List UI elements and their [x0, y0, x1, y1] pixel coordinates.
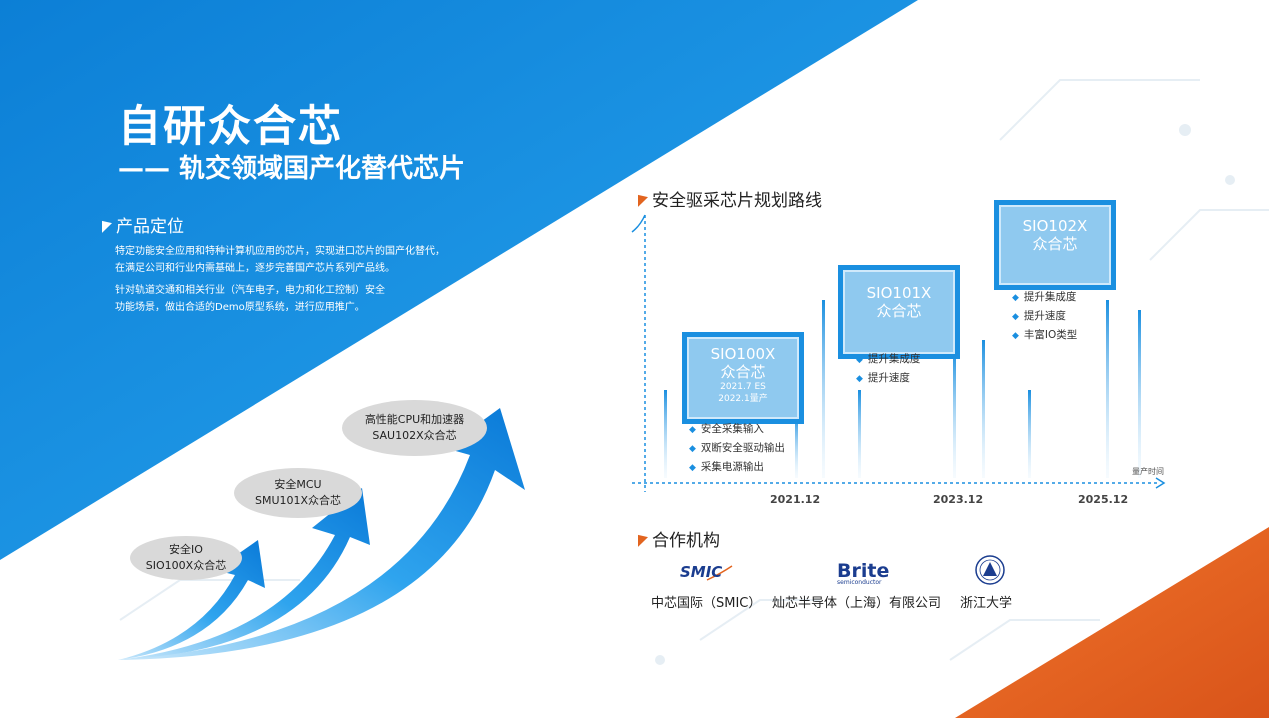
feature-text: 安全采集输入: [700, 423, 764, 435]
roadmap-heading: 安全驱采芯片规划路线: [638, 186, 822, 211]
page-subtitle: —— 轨交领域国产化替代芯片: [118, 154, 466, 184]
feature-item: ◆ 提升速度: [856, 369, 920, 388]
chip-sub: 众合芯: [1032, 235, 1078, 253]
year-label: 2023.12: [933, 493, 984, 506]
bubble-line: 高性能CPU和加速器: [364, 413, 465, 426]
diamond-icon: ◆: [689, 425, 696, 435]
positioning-heading: 产品定位: [102, 212, 184, 237]
chip-sio101x: SIO101X 众合芯: [838, 265, 960, 359]
feature-item: ◆ 双断安全驱动输出: [689, 439, 785, 458]
feature-item: ◆ 丰富IO类型: [1012, 326, 1077, 345]
feature-item: ◆ 采集电源输出: [689, 458, 785, 477]
chip-name: SIO100X: [710, 345, 776, 363]
chip-sio100x: SIO100X 众合芯 2021.7 ES 2022.1量产: [682, 332, 804, 424]
feature-text: 提升速度: [867, 372, 910, 384]
bubble-line: 安全MCU: [274, 478, 322, 491]
bubble-line: SAU102X众合芯: [372, 429, 457, 442]
flag-icon: [638, 190, 648, 207]
feature-text: 提升速度: [1023, 310, 1066, 322]
year-label: 2021.12: [770, 493, 821, 506]
axis-label: 量产时间: [1132, 467, 1164, 476]
diamond-icon: ◆: [689, 444, 696, 454]
bubble-line: SIO100X众合芯: [145, 559, 227, 572]
feature-text: 采集电源输出: [700, 461, 764, 473]
diamond-icon: ◆: [856, 355, 863, 365]
partner-smic: 中芯国际（SMIC）: [651, 596, 762, 611]
feature-item: ◆ 提升速度: [1012, 307, 1077, 326]
paragraph-line: 特定功能安全应用和特种计算机应用的芯片，实现进口芯片的国产化替代，: [115, 246, 445, 257]
flag-icon: [102, 216, 112, 233]
growth-bubble-smu: 安全MCU SMU101X众合芯: [234, 468, 362, 518]
chip-note: 2021.7 ES: [720, 382, 766, 392]
partners-heading: 合作机构: [638, 526, 720, 551]
paragraph-line: 在满足公司和行业内需基础上，逐步完善国产芯片系列产品线。: [115, 263, 395, 274]
diamond-icon: ◆: [856, 374, 863, 384]
page-title: 自研众合芯: [118, 102, 343, 152]
brite-logo-subtext: semiconductor: [837, 579, 882, 586]
growth-bubble-sio: 安全IO SIO100X众合芯: [130, 536, 242, 580]
positioning-heading-text: 产品定位: [116, 217, 184, 237]
feature-item: ◆ 安全采集输入: [689, 420, 785, 439]
feature-text: 丰富IO类型: [1023, 329, 1078, 341]
diamond-icon: ◆: [1012, 331, 1019, 341]
feature-item: ◆ 提升集成度: [856, 350, 920, 369]
positioning-paragraph-1: 特定功能安全应用和特种计算机应用的芯片，实现进口芯片的国产化替代， 在满足公司和…: [115, 243, 445, 277]
paragraph-line: 功能场景，做出合适的Demo原型系统，进行应用推广。: [115, 302, 365, 313]
chip-sio102x-features: ◆ 提升集成度 ◆ 提升速度 ◆ 丰富IO类型: [1012, 288, 1077, 345]
paragraph-line: 针对轨道交通和相关行业（汽车电子，电力和化工控制）安全: [115, 285, 385, 296]
feature-text: 提升集成度: [867, 353, 921, 365]
smic-logo: SMIC: [680, 563, 723, 581]
brite-logo: Brite: [837, 560, 890, 582]
chip-sio101x-features: ◆ 提升集成度 ◆ 提升速度: [856, 350, 920, 388]
chip-sio102x: SIO102X 众合芯: [994, 200, 1116, 290]
chip-note: 2022.1量产: [718, 394, 768, 404]
flag-icon: [638, 530, 648, 547]
growth-bubble-sau: 高性能CPU和加速器 SAU102X众合芯: [342, 400, 487, 456]
partner-zju: 浙江大学: [960, 596, 1013, 611]
partner-brite: 灿芯半导体（上海）有限公司: [772, 596, 942, 611]
roadmap-heading-text: 安全驱采芯片规划路线: [652, 191, 822, 211]
diamond-icon: ◆: [1012, 312, 1019, 322]
feature-text: 提升集成度: [1023, 291, 1077, 303]
bubble-line: 安全IO: [169, 543, 203, 556]
feature-text: 双断安全驱动输出: [700, 442, 785, 454]
chip-name: SIO102X: [1022, 217, 1088, 235]
partners-heading-text: 合作机构: [652, 531, 720, 551]
diamond-icon: ◆: [1012, 293, 1019, 303]
chip-name: SIO101X: [866, 284, 932, 302]
feature-item: ◆ 提升集成度: [1012, 288, 1077, 307]
chip-sub: 众合芯: [876, 302, 922, 320]
diamond-icon: ◆: [689, 463, 696, 473]
year-label: 2025.12: [1078, 493, 1129, 506]
bubble-line: SMU101X众合芯: [254, 494, 342, 507]
positioning-paragraph-2: 针对轨道交通和相关行业（汽车电子，电力和化工控制）安全 功能场景，做出合适的De…: [115, 282, 385, 316]
chip-sio100x-features: ◆ 安全采集输入 ◆ 双断安全驱动输出 ◆ 采集电源输出: [689, 420, 785, 477]
chip-sub: 众合芯: [720, 363, 766, 381]
